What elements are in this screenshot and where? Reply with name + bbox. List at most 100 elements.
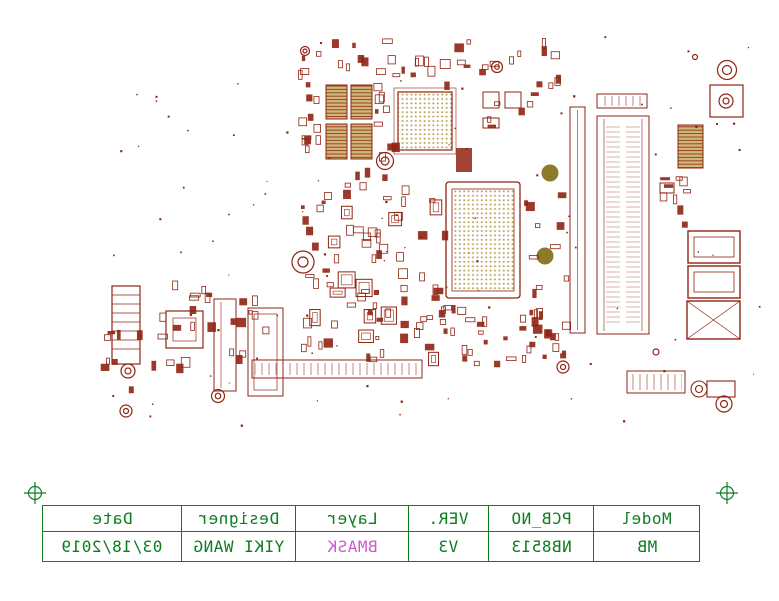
via-dot <box>237 83 239 85</box>
smd-component <box>560 353 567 359</box>
smd-component <box>401 296 408 306</box>
via-dot <box>137 145 140 147</box>
smd-component <box>159 312 167 322</box>
smd-component <box>322 268 330 273</box>
smd-component <box>324 192 332 200</box>
via-dot <box>302 211 304 213</box>
left-connectors <box>213 298 284 397</box>
smd-component <box>541 46 547 57</box>
smd-component <box>344 182 351 188</box>
smd-component <box>659 192 668 202</box>
chipset-bga <box>393 87 457 155</box>
smd-component <box>383 196 392 201</box>
smd-component <box>487 116 492 123</box>
smd-component <box>433 287 444 295</box>
title-block: Date 03/18/2019 Designer YIKI WANG Layer… <box>42 505 700 562</box>
smd-component <box>561 350 567 354</box>
smd-component <box>476 321 485 327</box>
smd-component <box>375 336 380 340</box>
smd-component <box>355 171 360 181</box>
smd-component <box>359 182 367 191</box>
smd-component <box>301 138 309 146</box>
smd-component <box>180 356 191 368</box>
smd-component <box>302 317 312 329</box>
smd-component <box>563 275 570 282</box>
smd-component <box>315 135 321 145</box>
via-dot <box>733 122 736 125</box>
smd-component <box>301 55 306 62</box>
smd-component <box>300 68 310 75</box>
via-dot <box>560 112 563 115</box>
smd-component <box>382 105 390 113</box>
smd-component <box>172 280 179 291</box>
smd-component <box>385 308 391 318</box>
smd-component <box>555 74 562 84</box>
smd-component <box>681 221 688 228</box>
smd-component <box>346 224 354 236</box>
smd-component <box>346 302 357 308</box>
smd-component <box>675 176 683 181</box>
via-dot <box>383 260 386 262</box>
smd-component <box>321 200 326 205</box>
via-dot <box>589 362 592 366</box>
cpu-bga <box>445 181 521 299</box>
smd-component <box>556 222 565 230</box>
smd-component <box>443 328 448 334</box>
smd-component <box>383 309 394 322</box>
smd-component <box>482 64 489 71</box>
titleblock-value-ver-text: V3 <box>438 537 459 556</box>
via-dot <box>420 235 423 238</box>
via-dot <box>385 200 388 204</box>
smd-component <box>136 330 143 340</box>
via-dot <box>753 373 755 375</box>
smd-component <box>305 82 311 88</box>
smd-component <box>526 101 534 108</box>
smd-component <box>298 117 308 127</box>
via-dot <box>758 305 761 308</box>
smd-component <box>239 298 248 306</box>
via-dot <box>468 252 470 254</box>
smd-component <box>432 284 439 295</box>
via-dot <box>399 413 401 416</box>
via-dot <box>385 250 388 253</box>
smd-component <box>548 82 554 89</box>
via-dot <box>400 80 402 82</box>
smd-component <box>417 231 428 240</box>
smd-component <box>478 330 484 335</box>
via-dot <box>474 217 476 219</box>
titleblock-header-date: Date <box>43 506 181 532</box>
fiducial-right <box>716 482 738 504</box>
smd-component <box>400 285 408 293</box>
smd-component <box>172 324 182 331</box>
smd-component <box>337 271 356 289</box>
smd-component <box>344 208 350 217</box>
smd-component <box>382 38 393 44</box>
smd-component <box>239 350 247 358</box>
via-dot <box>687 50 690 53</box>
smd-component <box>323 338 333 348</box>
via-dot <box>266 180 268 183</box>
smd-component <box>420 316 428 322</box>
smd-component <box>683 189 692 194</box>
smd-component <box>189 306 197 315</box>
smd-component <box>379 243 389 254</box>
smd-component <box>391 142 400 153</box>
smd-component <box>378 91 385 103</box>
via-dot <box>366 385 369 388</box>
smd-component <box>307 336 312 347</box>
smd-component <box>509 56 514 65</box>
via-dot <box>336 345 338 347</box>
smd-component <box>528 255 539 260</box>
via-dot <box>674 338 677 341</box>
smd-component <box>361 332 371 340</box>
smd-component <box>503 336 508 341</box>
smd-component <box>235 354 243 364</box>
smd-component <box>361 57 369 67</box>
misc-ics <box>482 91 675 194</box>
smd-component <box>426 315 433 320</box>
smd-component <box>561 321 571 330</box>
smd-component <box>378 152 386 162</box>
via-dot <box>182 186 185 189</box>
via-dot <box>112 395 115 397</box>
titleblock-value-layer-text: BMASK <box>326 537 378 556</box>
